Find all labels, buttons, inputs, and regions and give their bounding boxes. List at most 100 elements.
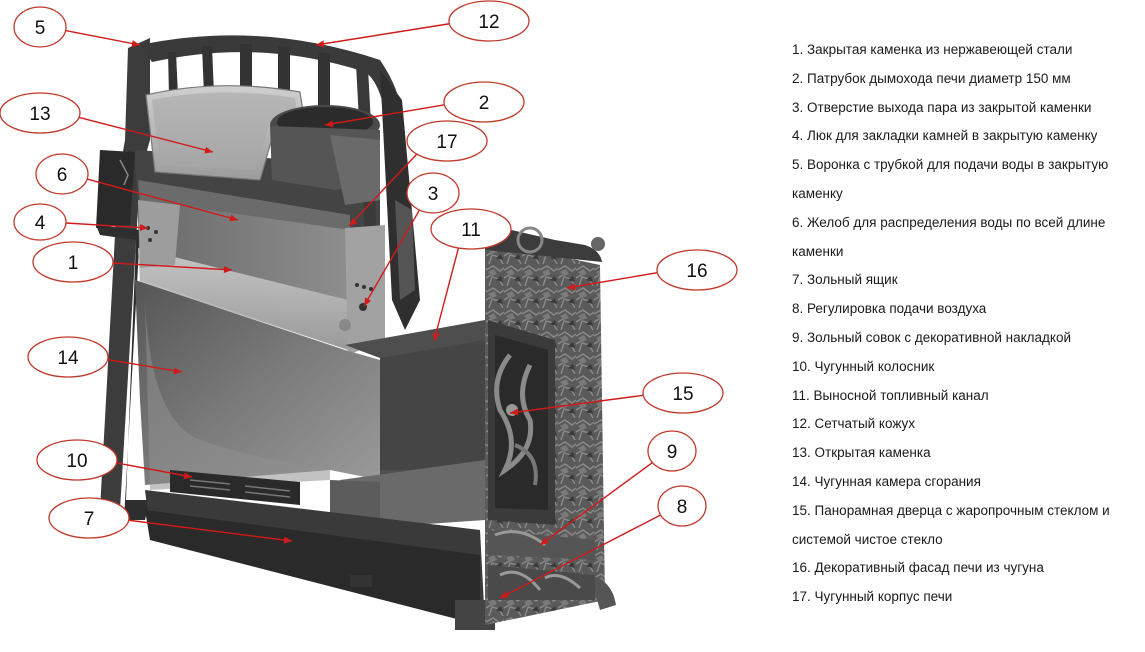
callout-arrowhead: [540, 537, 549, 545]
callout-number: 9: [667, 442, 678, 463]
callout-arrowhead: [183, 472, 192, 480]
ash-scoop: [488, 530, 595, 560]
legend-list: 1. Закрытая каменка из нержавеющей стали…: [792, 36, 1142, 612]
callout-line: [78, 116, 214, 153]
callout-ellipse: [27, 336, 109, 378]
callout-ellipse: [36, 439, 118, 481]
callout-number: 5: [35, 18, 46, 39]
callout-bubble: 2: [443, 81, 525, 123]
callout-bubble: 16: [656, 249, 738, 291]
callout-line: [509, 394, 644, 414]
legend-item: 9. Зольный совок с декоративной накладко…: [792, 329, 1072, 345]
cast-iron-grate: [170, 470, 300, 505]
legend-item: 10. Чугунный колосник: [792, 358, 935, 374]
legend-item: 5. Воронка с трубкой для подачи воды в з…: [792, 157, 1109, 173]
legend-item: каменки: [792, 243, 844, 259]
stove-illustration: [96, 35, 616, 630]
callout-line: [433, 247, 460, 342]
callout-number: 2: [479, 93, 490, 114]
callout-number: 4: [35, 213, 46, 234]
callout-bubble: 4: [13, 203, 67, 241]
callout-ellipse: [642, 372, 724, 414]
callout-arrowhead: [316, 40, 325, 48]
callout-ellipse: [656, 249, 738, 291]
callout-line: [65, 29, 141, 46]
callout-line: [539, 462, 653, 546]
callout-ellipse: [448, 0, 530, 42]
callout-line: [315, 23, 450, 46]
callout-ellipse: [48, 497, 130, 539]
callout-arrowhead: [173, 367, 182, 375]
callout-bubble: 8: [657, 485, 707, 527]
legend-item: 3. Отверстие выхода пара из закрытой кам…: [792, 99, 1092, 115]
callout-number: 11: [461, 220, 481, 241]
legend-item: 2. Патрубок дымохода печи диаметр 150 мм: [792, 70, 1071, 86]
callout-line: [363, 209, 421, 307]
callout-line: [566, 272, 658, 289]
callout-ellipse: [443, 81, 525, 123]
callout-number: 15: [672, 384, 693, 405]
callout-arrowhead: [325, 120, 334, 128]
legend-item: 11. Выносной топливный канал: [792, 387, 989, 403]
legend-item: 7. Зольный ящик: [792, 272, 898, 288]
callout-lines: [65, 23, 661, 599]
combustion-chamber: [135, 280, 380, 485]
callout-ellipse: [35, 153, 89, 195]
callout-ellipse: [657, 485, 707, 527]
callout-bubble: 17: [406, 120, 488, 162]
callout-line: [107, 358, 183, 373]
callout-number: 6: [57, 165, 68, 186]
callout-ellipse: [13, 6, 67, 48]
callout-ellipse: [406, 120, 488, 162]
stone-loading-hatch: [96, 150, 135, 228]
callout-ellipse: [0, 92, 81, 134]
callout-arrowhead: [500, 591, 509, 598]
callout-number: 3: [428, 184, 439, 205]
callout-arrowhead: [223, 266, 232, 274]
callout-line: [65, 222, 149, 229]
callout-line: [499, 514, 661, 599]
callout-line: [116, 462, 193, 478]
callout-ellipse: [406, 172, 460, 214]
legend-item: системой чистое стекло: [792, 531, 943, 547]
legend-item: 17. Чугунный корпус печи: [792, 589, 953, 605]
callout-arrowhead: [364, 297, 372, 306]
callout-number: 13: [29, 104, 50, 125]
legend-item: 4. Люк для закладки камней в закрытую ка…: [792, 128, 1098, 144]
callout-ellipse: [32, 241, 114, 283]
callout-arrowhead: [131, 40, 140, 48]
callout-ellipse: [430, 208, 512, 250]
callout-arrowhead: [567, 283, 576, 291]
callout-arrowhead: [204, 146, 213, 154]
callout-line: [128, 519, 293, 542]
callout-arrowhead: [349, 218, 358, 226]
callout-arrowhead: [283, 536, 292, 544]
callout-bubble: 12: [448, 0, 530, 42]
callout-arrowhead: [510, 408, 519, 416]
callout-arrowhead: [139, 224, 148, 232]
callout-bubble: 3: [406, 172, 460, 214]
legend-item: 14. Чугунная камера сгорания: [792, 473, 981, 489]
callout-number: 17: [436, 132, 457, 153]
legend-item: 13. Открытая каменка: [792, 445, 931, 461]
callout-bubble: 14: [27, 336, 109, 378]
callout-line: [112, 262, 233, 271]
legend-item: 12. Сетчатый кожух: [792, 416, 916, 432]
callout-bubble: 7: [48, 497, 130, 539]
callout-bubble: 9: [647, 430, 697, 472]
callout-bubble: 13: [0, 92, 81, 134]
legend-item: 6. Желоб для распределения воды по всей …: [792, 214, 1106, 230]
callout-bubble: 5: [13, 6, 67, 48]
legend-item: 8. Регулировка подачи воздуха: [792, 301, 987, 317]
callout-number: 10: [66, 451, 87, 472]
water-gutter: [138, 180, 350, 232]
callout-line: [348, 153, 418, 227]
callout-bubble: 15: [642, 372, 724, 414]
callout-bubble: 1: [32, 241, 114, 283]
callout-number: 7: [84, 509, 95, 530]
callout-number: 12: [478, 12, 499, 33]
callout-bubble: 11: [430, 208, 512, 250]
callout-number: 8: [677, 497, 688, 518]
